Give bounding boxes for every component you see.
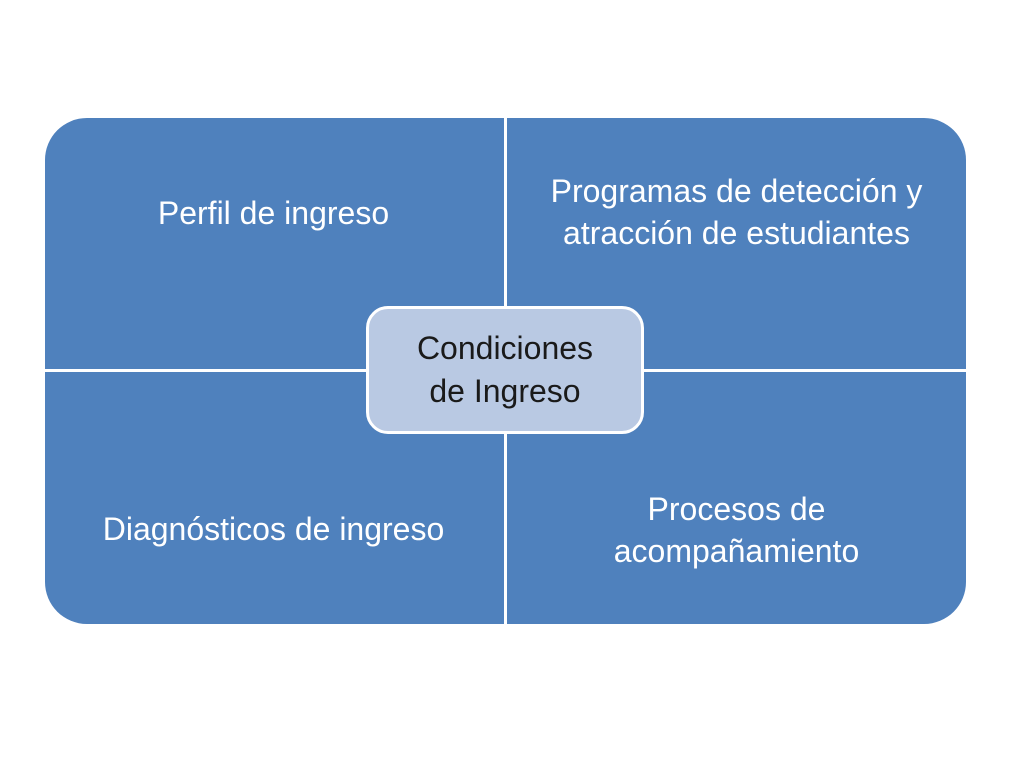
center-node-text: Condiciones de Ingreso	[417, 327, 593, 413]
quadrant-bottom-right-text: Procesos de acompañamiento	[614, 488, 859, 572]
quadrant-bottom-left-label: Diagnósticos de ingreso	[102, 511, 445, 547]
quadrant-top-right: Programas de detección y atracción de es…	[507, 118, 966, 369]
quadrant-bottom-left: Diagnósticos de ingreso	[45, 372, 504, 624]
quadrant-top-left: Perfil de ingreso	[45, 118, 504, 369]
quadrant-top-right-label-line2: atracción de estudiantes	[563, 215, 910, 251]
quadrant-top-left-label: Perfil de ingreso	[157, 195, 390, 231]
quadrant-top-right-text: Programas de detección y atracción de es…	[551, 170, 923, 254]
matrix-diagram: Perfil de ingreso Programas de detección…	[45, 118, 966, 624]
center-node: Condiciones de Ingreso	[366, 306, 644, 434]
quadrant-top-right-label-line1: Programas de detección y	[550, 173, 923, 209]
quadrant-bottom-right-label-line2: acompañamiento	[613, 533, 860, 569]
center-node-label-line1: Condiciones	[416, 330, 594, 366]
quadrant-bottom-right-label-line1: Procesos de	[647, 491, 826, 527]
center-node-label-line2: de Ingreso	[429, 373, 581, 409]
